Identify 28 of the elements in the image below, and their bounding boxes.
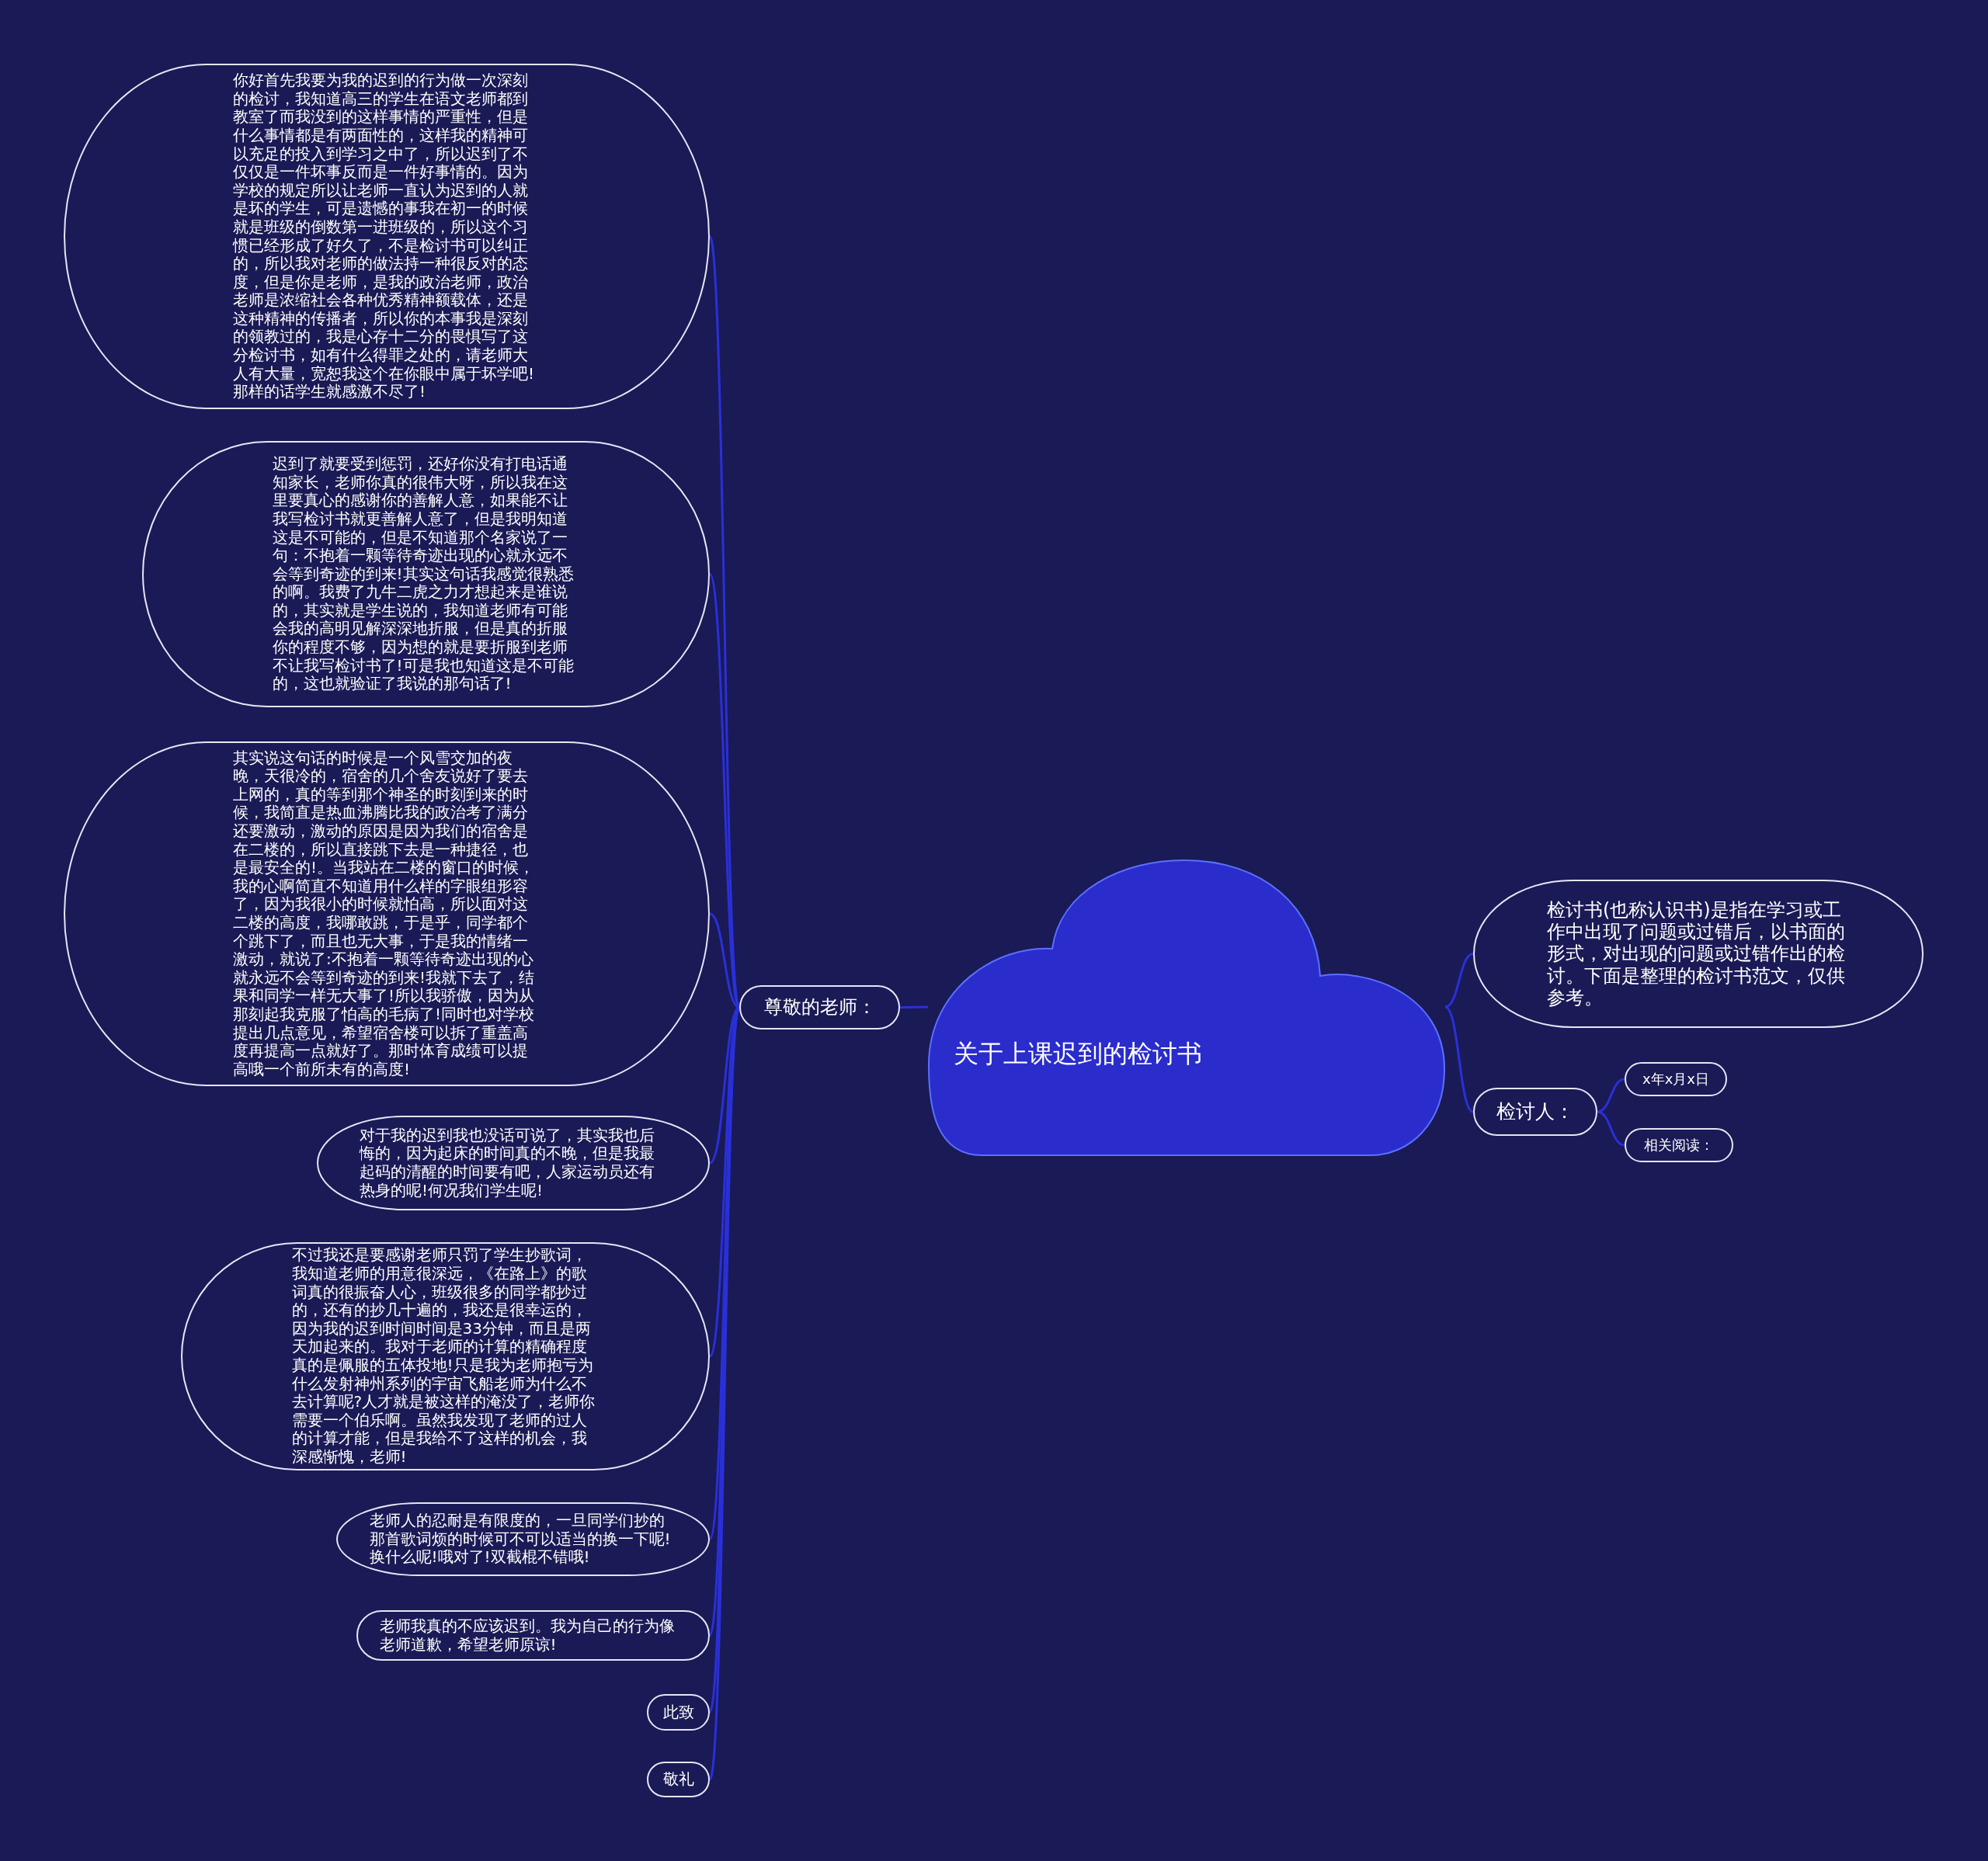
connector-line xyxy=(709,912,740,1009)
topic-bubble xyxy=(1625,1062,1727,1096)
topic-bubble xyxy=(356,1610,710,1661)
connector-line xyxy=(1444,953,1474,1009)
connector-line xyxy=(1597,1078,1625,1113)
node-text: 相关阅读： xyxy=(1644,1137,1714,1154)
connector-line xyxy=(1444,1005,1474,1113)
topic-bubble xyxy=(739,985,900,1029)
node-text: 敬礼 xyxy=(662,1770,694,1789)
node-text: 检讨书(也称认识书)是指在学习或工作中出现了问题或过错后，以书面的形式，对出现的问题或过错作出的检讨。下面是整理的检讨书范文，仅供参考。 xyxy=(1547,898,1846,1009)
node-text: 关于上课迟到的检讨书 xyxy=(954,1040,1203,1069)
node-text: 对于我的迟到我也没话可说了，其实我也后悔的，因为起床的时间真的不晚，但是我最起码的清醒的时间要有吧，人家运动员还有热身的呢!何况我们学生呢! xyxy=(360,1126,655,1200)
connector-line xyxy=(1597,1110,1625,1147)
node-text: 其实说这句话的时候是一个风雪交加的夜晚，天很冷的，宿舍的几个舍友说好了要去上网的，真的等到那个神圣的时刻到来的时候，我简直是热血沸腾比我的政治考了满分还要激动，激动的原因是因为我们的宿舍是在二楼的，所以直接跳下去是一种捷径，也是最安全的!。当我站在二楼的窗口的时候，我的心啊简直不知道用什么样的字眼组形容了，因为我很小的时候就怕高，所以面对这二楼的高度，我哪敢跳，于是乎，同学都个个跳下了，而且也无大事，于是我的情绪一激动，就说了:不抱着一颗等待奇迹出现的心就永远不会等到奇迹的到来!我就下去了，结果和同学一样无大事了!所以我骄傲，因为从那刻起我克服了怕高的毛病了!同时也对学校提出几点意见，希望宿舍楼可以拆了重盖高度再提高一点就好了。那时体育成绩可以提高哦一个前所未有的高度! xyxy=(233,748,536,1079)
node-text: 你好首先我要为我的迟到的行为做一次深刻的检讨，我知道高三的学生在语文老师都到教室了而我没到的这样事情的严重性，但是什么事情都是有两面性的，这样我的精神可以充足的投入到学习之中了，所以迟到了不仅仅是一件坏事反而是一件好事情的。因为学校的规定所以让老师一直认为迟到的人就是坏的学生，可是遗憾的事我在初一的时候就是班级的倒数第一进班级的，所以这个习惯已经形成了好久了，不是检讨书可以纠正的，所以我对老师的做法持一种很反对的态度，但是你是老师，是我的政治老师，政治老师是浓缩社会各种优秀精神额载体，还是这种精神的传播者，所以你的本事我是深刻的领教过的，我是心存十二分的畏惧写了这分检讨书，如有什么得罪之处的，请老师大人有大量，宽恕我这个在你眼中属于坏学吧!那样的话学生就感激不尽了! xyxy=(233,71,536,401)
topic-bubble xyxy=(1625,1128,1733,1162)
topic-bubble xyxy=(647,1762,710,1797)
connector-line xyxy=(900,1005,928,1009)
node-text: 此致 xyxy=(662,1703,694,1722)
node-text: 老师我真的不应该迟到。我为自己的行为像老师道歉，希望老师原谅! xyxy=(379,1616,676,1654)
node-text: 尊敬的老师： xyxy=(763,996,876,1019)
node-text: 老师人的忍耐是有限度的，一旦同学们抄的那首歌词烦的时候可不可以适当的换一下呢!换什么呢!哦对了!双截棍不错哦! xyxy=(369,1512,672,1567)
node-text: 不过我还是要感谢老师只罚了学生抄歌词，我知道老师的用意很深远，《在路上》的歌词真的很振奋人心，班级很多的同学都抄过的，还有的抄几十遍的，我还是很幸运的，因为我的迟到时间时间是33分钟，而且是两天加起来的。我对于老师的计算的精确程度真的是佩服的五体投地!只是我为老师抱亏为什么发射神州系列的宇宙飞船老师为什么不去计算呢?人才就是被这样的淹没了，老师你需要一个伯乐啊。虽然我发现了老师的过人的计算才能，但是我给不了这样的机会，我深感惭愧，老师! xyxy=(291,1246,596,1467)
topic-bubble xyxy=(647,1694,710,1731)
connector-line xyxy=(708,236,741,1008)
node-text: 检讨人： xyxy=(1496,1100,1574,1123)
node-text: x年x月x日 xyxy=(1642,1071,1709,1088)
node-text: 迟到了就要受到惩罚，还好你没有打电话通知家长，老师你真的很伟大呀，所以我在这里要真心的感谢你的善解人意，如果能不让我写检讨书就更善解人意了，但是我明知道这是不可能的，但是不知道那个名家说了一句：不抱着一颗等待奇迹出现的心就永远不会等到奇迹的到来!其实这句话我感觉很熟悉的啊。我费了九牛二虎之力才想起来是谁说的，其实就是学生说的，我知道老师有可能会我的高明见解深深地折服，但是真的折服你的程度不够，因为想的就是要折服到老师不让我写检讨书了!可是我也知道这是不可能的，这也就验证了我说的那句话了! xyxy=(272,455,575,693)
